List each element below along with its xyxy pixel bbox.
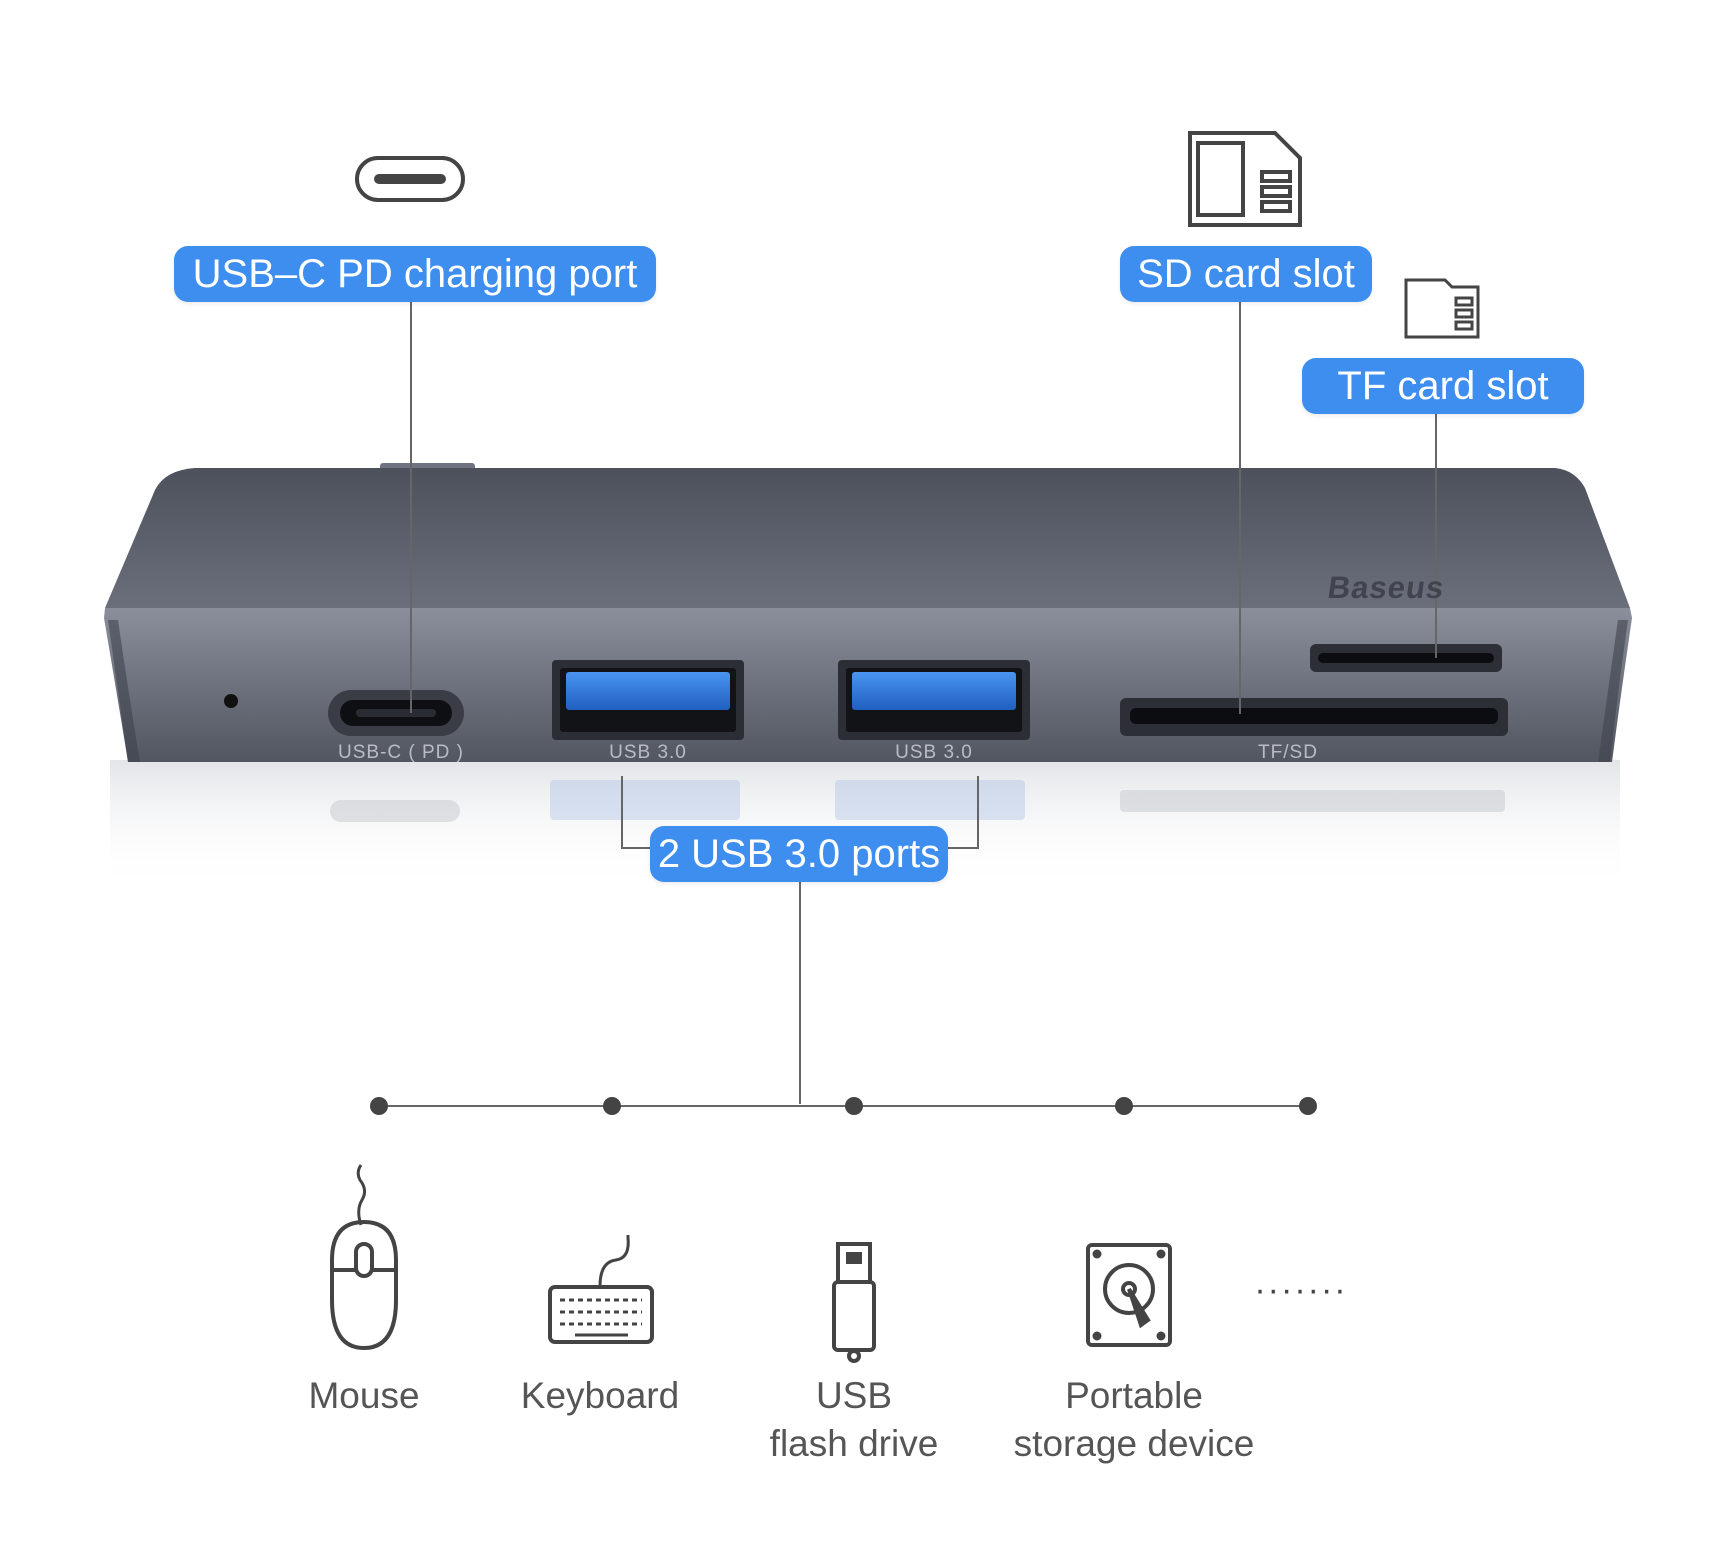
mouse-icon xyxy=(330,1164,398,1351)
usb-a-port-2-print: USB 3.0 xyxy=(895,742,973,763)
usb-c-port-icon xyxy=(355,156,465,202)
device-label-storage-line1: Portable xyxy=(1065,1375,1203,1416)
callout-leader-lines xyxy=(379,302,1437,1107)
sd-card-icon xyxy=(1188,131,1302,227)
usb-a-port-2 xyxy=(838,660,1030,740)
usb-a-port-1 xyxy=(552,660,744,740)
tf-card-port xyxy=(1310,644,1502,672)
tf-card-icon xyxy=(1404,278,1480,339)
hard-drive-icon xyxy=(1086,1243,1172,1347)
usb-c-port xyxy=(328,690,464,736)
usb-a-port-1-print: USB 3.0 xyxy=(609,742,687,763)
sd-card-slot-callout: SD card slot xyxy=(1120,246,1372,302)
device-label-storage-line2: storage device xyxy=(1013,1423,1255,1464)
keyboard-icon xyxy=(548,1235,654,1344)
device-label-keyboard: Keyboard xyxy=(520,1375,680,1416)
card-slot-print: TF/SD xyxy=(1258,742,1318,763)
device-label-mouse: Mouse xyxy=(308,1375,420,1416)
usb-hub xyxy=(104,463,1632,762)
tf-card-slot-callout: TF card slot xyxy=(1302,358,1584,414)
sd-card-port xyxy=(1120,698,1508,736)
usb-c-pd-callout: USB–C PD charging port xyxy=(174,246,656,302)
usbc-port-print: USB-C ( PD ) xyxy=(338,742,464,763)
more-devices-ellipsis: ······· xyxy=(1254,1271,1348,1309)
device-connection-dots xyxy=(370,1097,1317,1115)
usb-3-ports-callout: 2 USB 3.0 ports xyxy=(650,826,948,882)
device-label-usb-line2: flash drive xyxy=(769,1423,939,1464)
brand-logo: Baseus xyxy=(1325,570,1447,605)
device-label-usb-line1: USB xyxy=(815,1375,893,1416)
usb-flash-drive-icon xyxy=(832,1242,876,1363)
